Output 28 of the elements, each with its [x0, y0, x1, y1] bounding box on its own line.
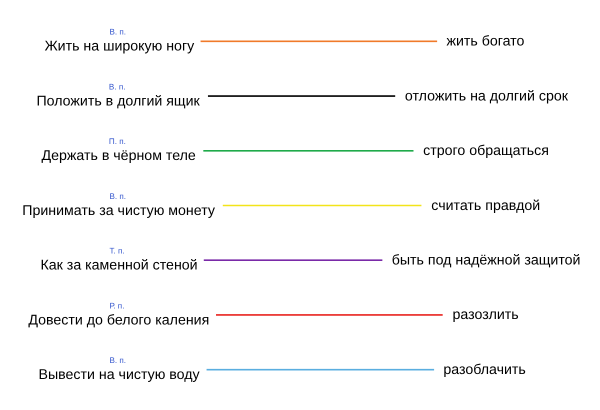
node-text: считать правдой	[431, 197, 540, 214]
node-label: Р. п.	[109, 300, 124, 310]
node-label: В. п.	[109, 191, 126, 200]
node-text: Вывести на чистую воду	[38, 366, 200, 383]
node-text: Положить в долгий ящик	[36, 92, 200, 109]
node-text: Держать в чёрном теле	[42, 148, 196, 164]
node-label: Т. п.	[109, 246, 125, 256]
connector	[208, 94, 396, 96]
node-text: Принимать за чистую монету	[22, 202, 215, 218]
node-text: разозлить	[452, 306, 519, 323]
node-label: В. п.	[109, 27, 126, 36]
node-text: отложить на долгий срок	[404, 88, 568, 104]
node-text: Как за каменной стеной	[40, 257, 198, 274]
node-label: В. п.	[108, 82, 126, 91]
connector	[206, 368, 434, 370]
node-label: В. п.	[109, 356, 126, 365]
node-text: строго обращаться	[423, 142, 549, 159]
node-text: разоблачить	[443, 361, 526, 378]
node-text: быть под надёжной защитой	[392, 252, 580, 268]
connector	[204, 258, 382, 261]
node-text: жить богато	[446, 33, 524, 50]
connector	[200, 40, 438, 42]
connector	[203, 149, 414, 152]
node-text: Довести до белого каления	[28, 312, 210, 328]
node-text: Жить на широкую ногу	[44, 38, 194, 54]
connector	[216, 314, 443, 316]
node-label: П. п.	[108, 136, 126, 146]
connector	[222, 204, 422, 206]
